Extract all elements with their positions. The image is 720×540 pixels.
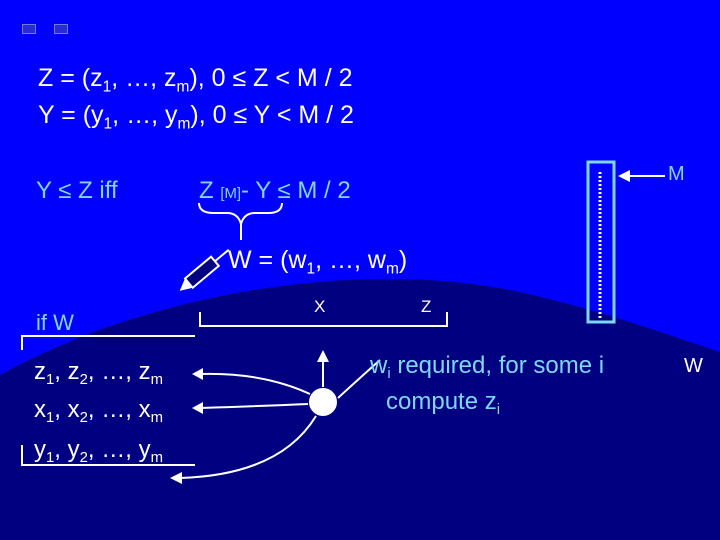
condition-expression: Z [M]- Y ≤ M / 2	[199, 177, 351, 204]
xz-bracket	[199, 312, 448, 327]
y-definition: Y = (y1, …, ym), 0 ≤ Y < M / 2	[38, 101, 354, 133]
y-row: y1, y2, …, ym	[34, 436, 163, 467]
arrow-y-row-head-icon	[170, 472, 182, 484]
arrow-from-right	[337, 359, 381, 399]
arrow-to-y-row	[179, 415, 317, 479]
rows-bracket-top	[21, 335, 195, 350]
node-circle	[307, 386, 339, 418]
if-w-label: if W	[36, 310, 74, 335]
x-label: X	[314, 297, 326, 316]
w-label-right: W	[684, 355, 703, 377]
pencil-icon	[179, 248, 230, 291]
logo-mark-right-icon	[54, 24, 68, 34]
x-row: x1, x2, …, xm	[34, 396, 163, 427]
required-note: wi required, for some i	[370, 352, 605, 383]
arrow-to-x-row	[199, 403, 309, 409]
z-label: Z	[421, 297, 432, 316]
arrow-to-z-row	[199, 372, 311, 395]
logo-mark-left-icon	[22, 24, 36, 34]
brace-under-z	[198, 202, 283, 228]
z-row: z1, z2, …, zm	[34, 358, 163, 389]
m-label: M	[668, 163, 685, 185]
compute-note: compute zi	[386, 388, 501, 419]
arrow-z-row-head-icon	[192, 368, 203, 380]
m-arrow-head-icon	[618, 170, 630, 182]
rows-bracket-bottom	[21, 445, 195, 466]
arrow-x-row-head-icon	[192, 402, 203, 414]
m-bar	[586, 160, 616, 324]
z-definition: Z = (z1, …, zm), 0 ≤ Z < M / 2	[38, 64, 353, 96]
iff-label: Y ≤ Z iff	[36, 177, 118, 204]
w-definition: W = (w1, …, wm)	[228, 246, 408, 278]
arrow-up-head-icon	[317, 350, 329, 362]
